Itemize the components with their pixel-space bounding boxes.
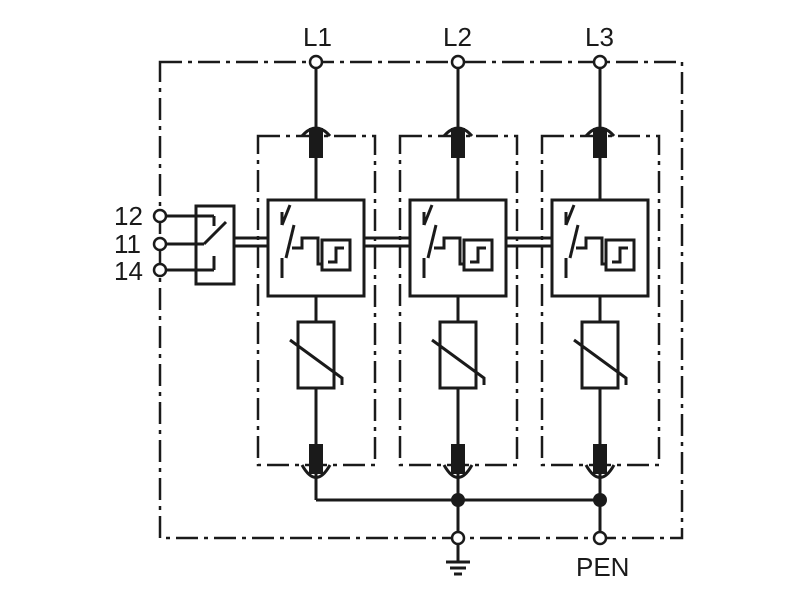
terminal-l1[interactable]	[308, 54, 324, 70]
thermal-disconnector-icon	[564, 204, 636, 278]
aux-label-14: 14	[114, 256, 143, 286]
phase-label-l1: L1	[303, 22, 332, 52]
terminal-l2[interactable]	[450, 54, 466, 70]
thermal-disconnector-icon	[422, 204, 494, 278]
terminal-11[interactable]	[152, 236, 168, 252]
outer-enclosure	[158, 60, 684, 540]
fuse-icon	[593, 128, 607, 158]
aux-label-11: 11	[114, 229, 141, 259]
fuse-icon	[309, 444, 323, 474]
phase-label-l2: L2	[443, 22, 472, 52]
terminal-l3[interactable]	[592, 54, 608, 70]
module-enclosure-l2	[398, 134, 519, 467]
phase-label-l3: L3	[585, 22, 614, 52]
fuse-icon	[309, 128, 323, 158]
module-enclosure-l1	[256, 134, 377, 467]
terminal-14[interactable]	[152, 262, 168, 278]
varistor-icon	[289, 320, 344, 390]
module-l3	[540, 68, 661, 500]
fuse-icon	[451, 444, 465, 474]
varistor-icon	[573, 320, 628, 390]
terminal-12[interactable]	[152, 208, 168, 224]
varistor-icon	[431, 320, 486, 390]
fuse-icon	[451, 128, 465, 158]
auxiliary-switch-icon	[166, 214, 228, 272]
thermal-disconnector-icon	[280, 204, 352, 278]
aux-label-12: 12	[114, 201, 143, 231]
ground-icon	[446, 544, 470, 576]
pen-label: PEN	[576, 552, 629, 582]
mechanical-coupling	[234, 236, 552, 248]
terminal-ground[interactable]	[450, 530, 466, 546]
module-enclosure-l3	[540, 134, 661, 467]
module-l1	[256, 68, 377, 500]
module-l2	[398, 68, 519, 500]
terminal-pen[interactable]	[592, 530, 608, 546]
fuse-icon	[593, 444, 607, 474]
